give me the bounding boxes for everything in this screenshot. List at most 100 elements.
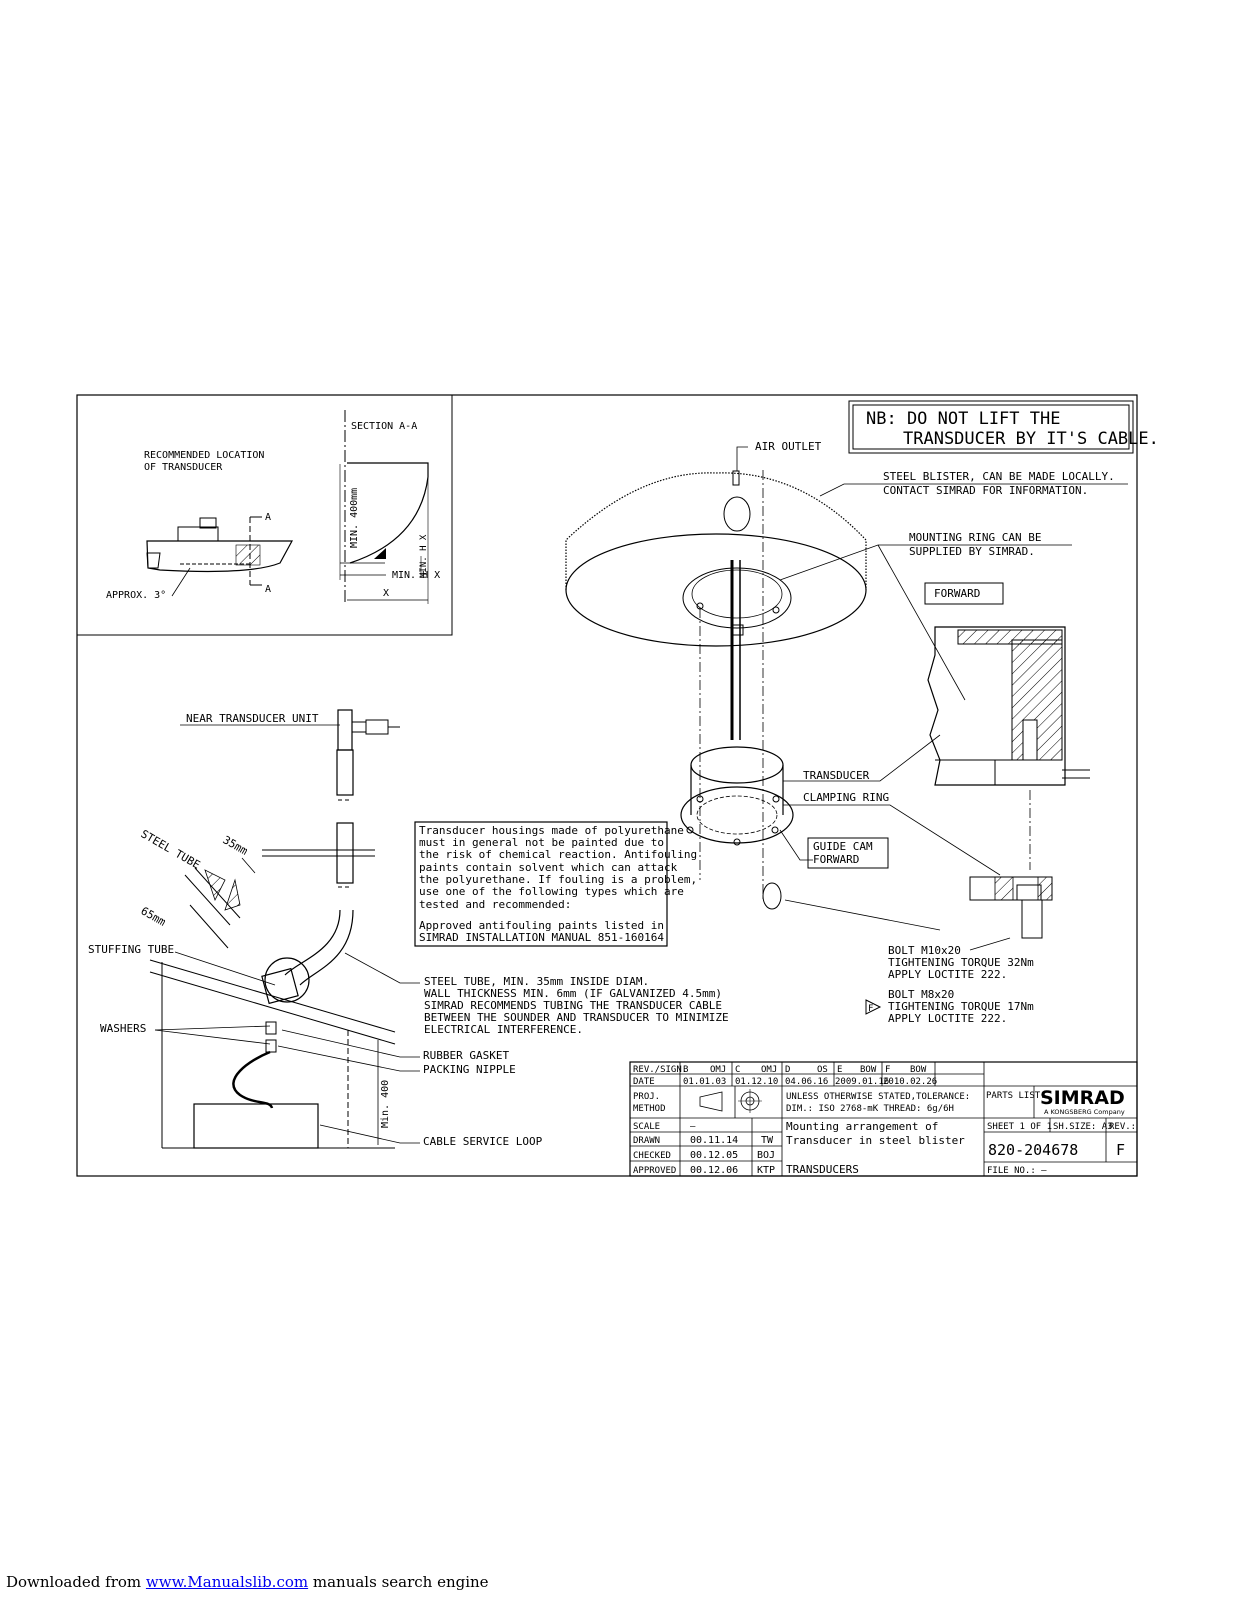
section-title: SECTION A-A [351, 421, 417, 432]
sheet-label: SHEET 1 OF 1 [987, 1122, 1052, 1132]
title-block-text: REV./SIGN. DATE B OMJ 01.01.03 C OMJ 01.… [633, 1065, 1136, 1176]
approved-sign: KTP [757, 1165, 775, 1176]
parts-list-label: PARTS LIST: [986, 1091, 1046, 1101]
stuffing-tube-label: STUFFING TUBE [88, 943, 174, 956]
steel-tube-note-1: STEEL TUBE, MIN. 35mm INSIDE DIAM. [424, 975, 649, 988]
checked-label: CHECKED [633, 1151, 671, 1161]
checked-sign: BOJ [757, 1150, 775, 1161]
drawing-revision: F [1116, 1141, 1125, 1159]
guide-cam-tag: GUIDE CAM FORWARD [807, 837, 889, 869]
rev-f: F [885, 1065, 890, 1075]
steel-blister-label-1: STEEL BLISTER, CAN BE MADE LOCALLY. [883, 470, 1115, 483]
rev-b: B [683, 1065, 688, 1075]
inset-frame [76, 394, 453, 636]
rev-e-date: 2009.01.16 [835, 1077, 889, 1087]
rev-e-sign: BOW [860, 1065, 877, 1075]
transducer-body [680, 746, 794, 910]
boat-sketch: RECOMMENDED LOCATION OF TRANSDUCER A A A… [106, 450, 294, 601]
warning-line: use one of the following types which are [419, 885, 684, 898]
warning-line: paints contain solvent which can attack [419, 861, 678, 874]
x-dim: X [383, 588, 389, 599]
hull-section [927, 626, 1090, 939]
manualslib-link[interactable]: www.Manualslib.com [145, 1573, 309, 1591]
download-footer: Downloaded from www.Manualslib.com manua… [6, 1573, 489, 1591]
steel-tube-note-3: SIMRAD RECOMMENDS TUBING THE TRANSDUCER … [424, 999, 722, 1012]
warning-line: tested and recommended: [419, 898, 571, 911]
steel-blister [565, 470, 867, 900]
approved-label: APPROVED [633, 1166, 676, 1176]
leader-lines [736, 446, 1128, 951]
steel-tube-note-5: ELECTRICAL INTERFERENCE. [424, 1023, 583, 1036]
rev-b-sign: OMJ [710, 1065, 726, 1075]
rev-c: C [735, 1065, 740, 1075]
approx-angle: APPROX. 3° [106, 590, 166, 601]
transducer-label: TRANSDUCER [803, 769, 870, 782]
bolt-m8-flag: F [868, 1004, 873, 1014]
tolerance-2: DIM.: ISO 2768-mK THREAD: 6g/6H [786, 1104, 954, 1114]
title-block [629, 1061, 1138, 1177]
section-marker-bottom: A [265, 584, 271, 595]
stuffing-tube-detail: STEEL TUBE 35mm 65mm [139, 827, 256, 949]
bolt-m8-line2: TIGHTENING TORQUE 17Nm [888, 1000, 1034, 1013]
rev-d-date: 04.06.16 [785, 1077, 828, 1087]
drawing-title-2: Transducer in steel blister [786, 1134, 965, 1147]
rev-label: REV.: [1109, 1122, 1136, 1132]
guide-cam-label-1: GUIDE CAM [813, 840, 873, 853]
steel-tube-label: STEEL TUBE [139, 827, 203, 871]
dim-65mm: 65mm [139, 904, 169, 929]
rev-d-sign: OS [817, 1065, 828, 1075]
antifouling-warning: Transducer housings made of polyurethane… [414, 821, 697, 947]
mounting-ring-label-1: MOUNTING RING CAN BE [909, 531, 1041, 544]
warning-line: the risk of chemical reaction. Antifouli… [419, 848, 697, 861]
steel-tube-note-4: BETWEEN THE SOUNDER AND TRANSDUCER TO MI… [424, 1011, 729, 1024]
drawn-date: 00.11.14 [690, 1135, 738, 1146]
footer-prefix: Downloaded from [6, 1573, 146, 1591]
bolt-m10-line3: APPLY LOCTITE 222. [888, 968, 1007, 981]
rubber-gasket-label: RUBBER GASKET [423, 1049, 509, 1062]
bolt-m8-line1: BOLT M8x20 [888, 988, 954, 1001]
min-400-label: Min. 400 [380, 1080, 391, 1128]
approved-date: 00.12.06 [690, 1165, 738, 1176]
simrad-logo: SIMRAD [1040, 1087, 1125, 1109]
cable-service-loop-label: CABLE SERVICE LOOP [423, 1135, 543, 1148]
rev-c-date: 01.12.10 [735, 1077, 778, 1087]
section-a-a: SECTION A-A MIN. 400mm MIN. H X MIN. H X… [339, 410, 440, 605]
checked-date: 00.12.05 [690, 1150, 738, 1161]
scale-value: — [690, 1122, 696, 1132]
min-400-dim: MIN. 400mm [349, 488, 360, 548]
section-marker-top: A [265, 512, 271, 523]
proj-method-1: PROJ. [633, 1092, 660, 1102]
drawing-category: TRANSDUCERS [786, 1163, 859, 1176]
cable-leaders [154, 951, 420, 1144]
drawing-title-1: Mounting arrangement of [786, 1120, 938, 1133]
min-hx-dim: MIN. H X [419, 534, 429, 578]
min-hx-label: MIN. H X [392, 570, 440, 581]
inset-title-1: RECOMMENDED LOCATION [144, 450, 264, 461]
drawn-label: DRAWN [633, 1136, 660, 1146]
footer-suffix: manuals search engine [308, 1573, 489, 1591]
packing-nipple-label: PACKING NIPPLE [423, 1063, 516, 1076]
scale-label: SCALE [633, 1122, 660, 1132]
air-outlet-label: AIR OUTLET [755, 440, 822, 453]
bolt-m8-line3: APPLY LOCTITE 222. [888, 1012, 1007, 1025]
date-label: DATE [633, 1077, 655, 1087]
steel-tube-note-2: WALL THICKNESS MIN. 6mm (IF GALVANIZED 4… [424, 987, 722, 1000]
cable-tube-assembly: Min. 400 [149, 709, 400, 1149]
bolt-notes: BOLT M10x20 TIGHTENING TORQUE 32Nm APPLY… [865, 944, 1034, 1025]
forward-tag: FORWARD [924, 582, 1004, 605]
rev-c-sign: OMJ [761, 1065, 777, 1075]
clamping-ring-label: CLAMPING RING [803, 791, 889, 804]
bolt-m10-line1: BOLT M10x20 [888, 944, 961, 957]
rev-b-date: 01.01.03 [683, 1077, 726, 1087]
rev-f-sign: BOW [910, 1065, 927, 1075]
washers-label: WASHERS [100, 1022, 146, 1035]
drawing-frame [76, 394, 1138, 1177]
forward-label: FORWARD [934, 587, 980, 600]
dim-35mm: 35mm [221, 833, 251, 858]
warning-line: must in general not be painted due to [419, 836, 664, 849]
bolt-m10-line2: TIGHTENING TORQUE 32Nm [888, 956, 1034, 969]
drawn-sign: TW [761, 1135, 774, 1146]
warning-line: the polyurethane. If fouling is a proble… [419, 873, 697, 886]
proj-method-2: METHOD [633, 1104, 666, 1114]
